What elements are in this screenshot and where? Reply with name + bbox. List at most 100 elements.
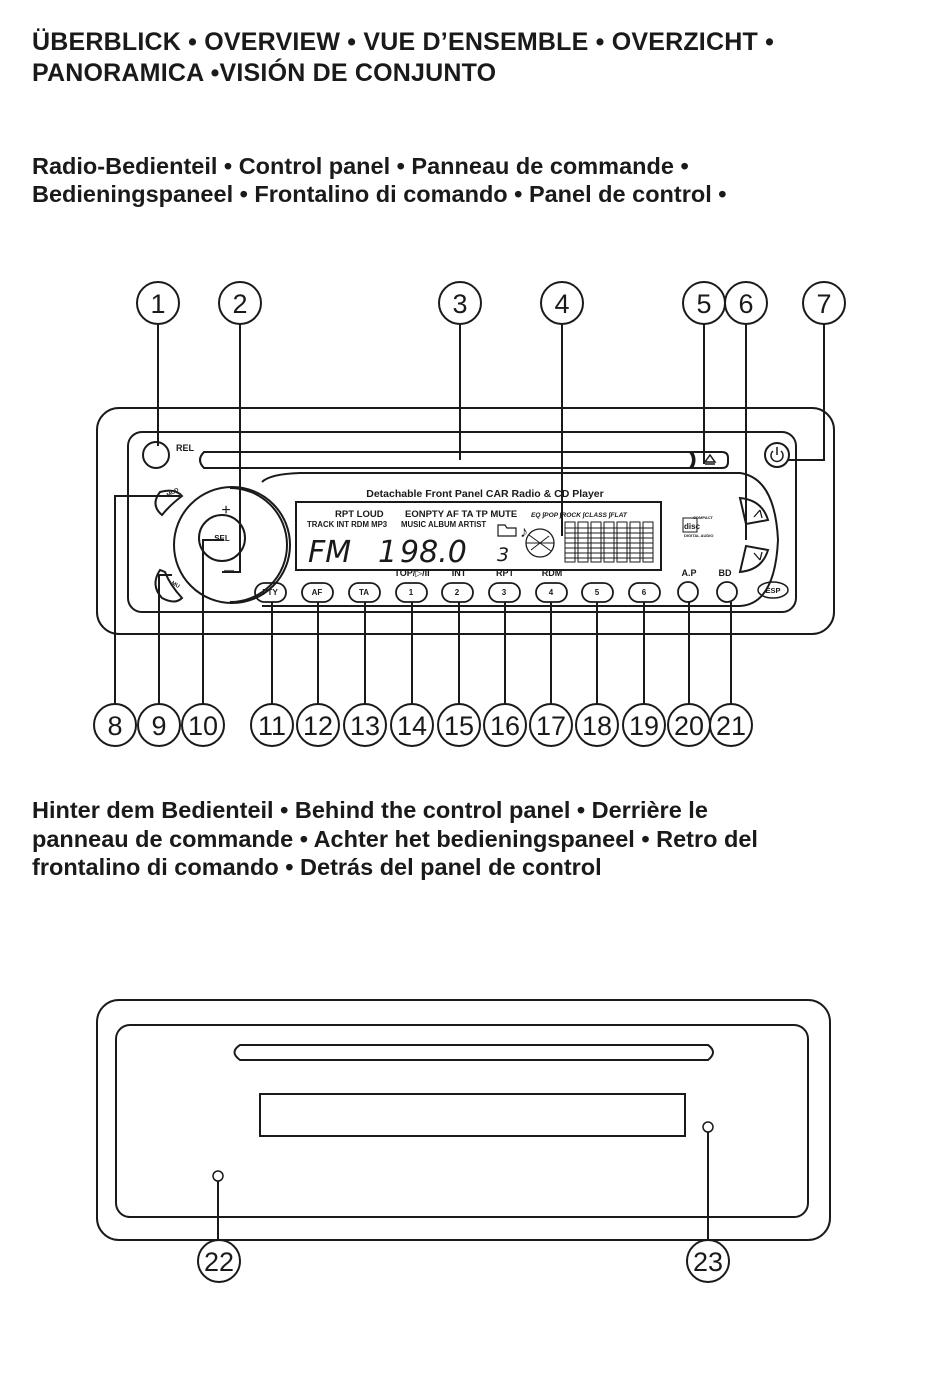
music-note-icon: ♪ xyxy=(520,524,528,541)
callout-18: 18 xyxy=(582,711,612,741)
connector-window xyxy=(259,1093,686,1137)
callout-15: 15 xyxy=(444,711,474,741)
top-play-pause-label: TOP/▷/II xyxy=(394,568,429,578)
int-label: INT xyxy=(452,568,467,578)
back-panel-outer-frame xyxy=(96,999,831,1241)
back-hole-right xyxy=(702,1121,714,1133)
seek-down-button[interactable] xyxy=(738,544,770,574)
back-section-title-line-2: panneau de commande • Achter het bedieni… xyxy=(32,826,758,852)
callout-14: 14 xyxy=(397,711,427,741)
front-panel-outer-frame xyxy=(96,407,835,635)
esp-badge xyxy=(757,581,789,599)
callout-16: 16 xyxy=(490,711,520,741)
back-cd-slot xyxy=(233,1044,714,1061)
preset-1-label: 1 xyxy=(409,588,414,597)
mode-button[interactable] xyxy=(154,489,184,517)
mute-button[interactable] xyxy=(154,568,184,603)
cd-logo-top: COMPACT xyxy=(693,515,713,520)
cd-logo-mid: disc xyxy=(684,522,701,531)
power-button[interactable] xyxy=(764,442,790,468)
lcd-indicator-rpt-loud: RPT LOUD xyxy=(335,509,384,520)
ap-label: A.P xyxy=(681,568,696,578)
product-title: Detachable Front Panel CAR Radio & CD Pl… xyxy=(366,488,603,500)
callout-1: 1 xyxy=(150,289,165,319)
back-section-title-line-1: Hinter dem Bedienteil • Behind the contr… xyxy=(32,797,708,823)
volume-plus-label: + xyxy=(221,502,230,519)
ta-button-label: TA xyxy=(359,588,369,597)
lcd-indicator-row-1: EONPTY AF TA TP MUTE xyxy=(405,509,517,520)
volume-knob-ring[interactable] xyxy=(173,486,291,604)
arrow-down-icon xyxy=(753,551,763,561)
callout-3: 3 xyxy=(452,289,467,319)
pty-button-label: PTY xyxy=(262,588,278,597)
lcd-frequency: 98.0 xyxy=(400,535,467,570)
lcd-indicator-music: MUSIC ALBUM ARTIST xyxy=(401,520,486,529)
preset-2-button[interactable] xyxy=(441,582,474,603)
rpt-label: RPT xyxy=(496,568,515,578)
preset-4-label: 4 xyxy=(549,588,554,597)
lcd-preset: 1 xyxy=(378,535,397,570)
equalizer-bars xyxy=(564,521,654,563)
callout-21: 21 xyxy=(716,711,746,741)
faceplate-contour xyxy=(261,472,780,607)
select-button-label: SEL xyxy=(214,534,230,543)
callout-22: 22 xyxy=(204,1247,234,1277)
back-panel xyxy=(96,999,831,1241)
callout-circles xyxy=(93,281,846,1283)
callout-17: 17 xyxy=(536,711,566,741)
pty-button[interactable] xyxy=(254,582,287,603)
callout-5: 5 xyxy=(696,289,711,319)
back-panel-inner-frame xyxy=(115,1024,809,1218)
front-panel xyxy=(96,407,835,635)
callout-13: 13 xyxy=(350,711,380,741)
callout-leaders xyxy=(114,324,825,704)
preset-3-label: 3 xyxy=(502,588,507,597)
callout-10: 10 xyxy=(188,711,218,741)
lcd-indicator-track: TRACK INT RDM MP3 xyxy=(307,520,388,529)
callout-19: 19 xyxy=(629,711,659,741)
callout-11: 11 xyxy=(258,711,286,741)
cd-logo-bottom: DIGITAL AUDIO xyxy=(684,533,713,538)
mode-label: MOD xyxy=(166,487,180,499)
bd-button[interactable] xyxy=(716,581,738,603)
arrow-up-icon xyxy=(753,509,763,519)
back-hole-left xyxy=(212,1170,224,1182)
preset-2-label: 2 xyxy=(455,588,460,597)
callout-9: 9 xyxy=(151,711,166,741)
seek-up-button[interactable] xyxy=(738,496,770,526)
bd-label: BD xyxy=(719,568,732,578)
callout-8: 8 xyxy=(107,711,122,741)
cd-slot xyxy=(199,451,694,469)
af-button-label: AF xyxy=(312,588,323,597)
callout-7: 7 xyxy=(816,289,831,319)
front-panel-faceplate xyxy=(127,431,797,613)
lcd-band: FM xyxy=(308,535,351,570)
mute-label: MU xyxy=(170,581,180,590)
callout-6: 6 xyxy=(738,289,753,319)
compact-disc-logo xyxy=(682,517,698,533)
rel-label: REL xyxy=(176,443,195,453)
release-button[interactable] xyxy=(142,441,170,469)
page-heading-line-1: ÜBERBLICK • OVERVIEW • VUE D’ENSEMBLE • … xyxy=(32,28,775,56)
lcd-display xyxy=(295,501,662,571)
front-section-title-line-2: Bedieningspaneel • Frontalino di comando… xyxy=(32,181,727,207)
back-section-title-line-3: frontalino di comando • Detrás del panel… xyxy=(32,854,602,880)
page-heading-line-2: PANORAMICA •VISIÓN DE CONJUNTO xyxy=(32,59,497,87)
callout-20: 20 xyxy=(674,711,704,741)
select-button[interactable] xyxy=(198,514,246,562)
lcd-eq-modes: EQ ∫POP ∫ROCK ∫CLASS ∫FLAT xyxy=(531,512,628,519)
volume-minus-label: — xyxy=(224,565,234,576)
callout-4: 4 xyxy=(554,289,569,319)
lcd-track-digit: 3 xyxy=(497,544,509,566)
power-icon xyxy=(770,447,784,463)
eject-button[interactable] xyxy=(690,451,729,469)
callout-12: 12 xyxy=(303,711,333,741)
callout-2: 2 xyxy=(232,289,247,319)
preset-6-label: 6 xyxy=(642,588,647,597)
folder-icon xyxy=(497,524,517,537)
preset-5-label: 5 xyxy=(595,588,600,597)
callout-23: 23 xyxy=(693,1247,723,1277)
esp-label: ESP xyxy=(765,586,780,595)
ap-button[interactable] xyxy=(677,581,699,603)
rdm-label: RDM xyxy=(542,568,563,578)
